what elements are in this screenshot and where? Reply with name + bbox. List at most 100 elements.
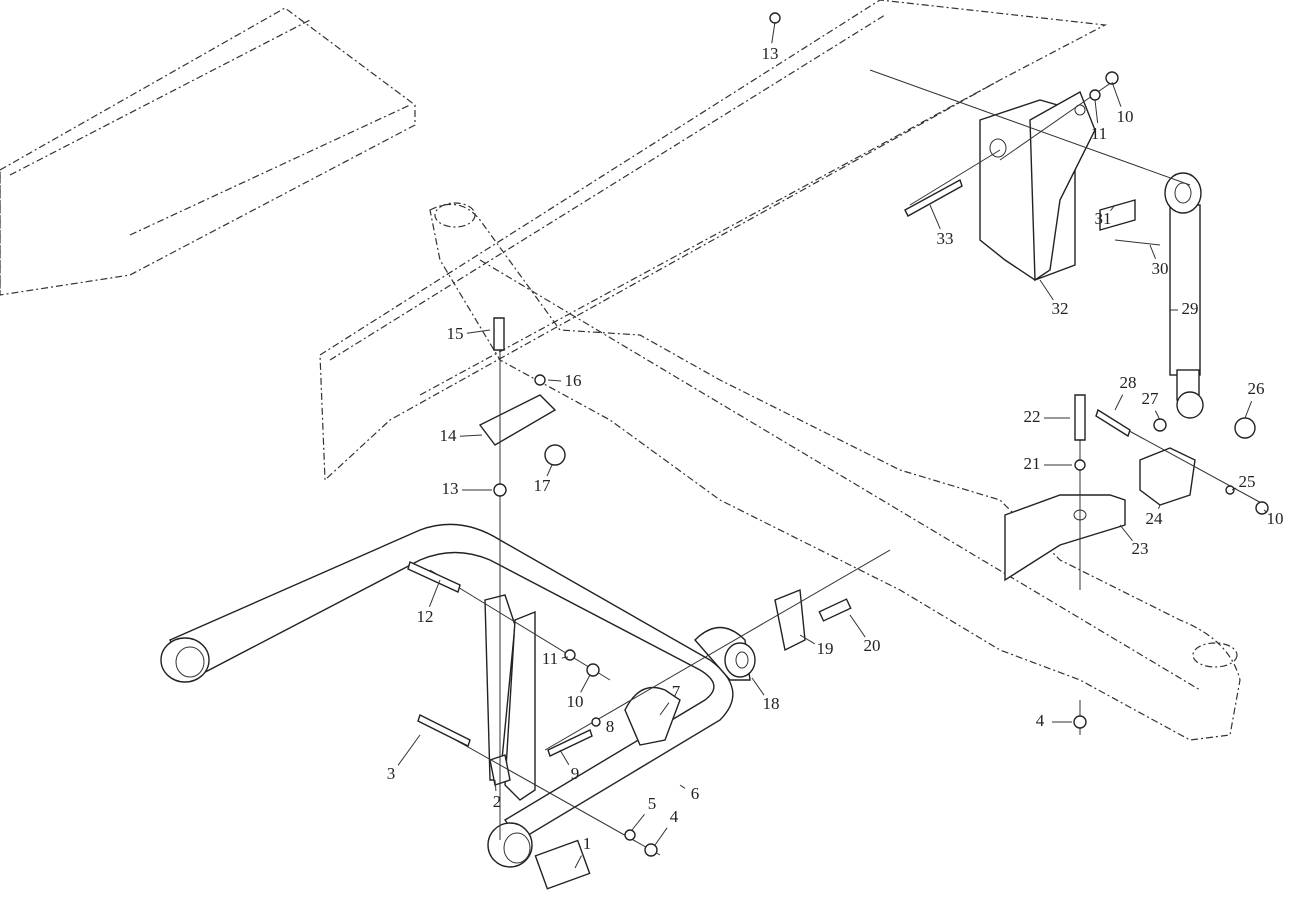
callout-3: 3: [387, 734, 421, 783]
leader-line: [1157, 504, 1161, 510]
leader-line: [1231, 487, 1237, 491]
callout-28: 28: [1114, 373, 1137, 411]
callout-number: 11: [542, 649, 558, 668]
link-bracket: [1004, 447, 1196, 582]
main-frame-rail: [319, 0, 1108, 482]
callout-number: 5: [648, 794, 657, 813]
stabilizer-bar: [160, 523, 734, 890]
callout-31: 31: [1095, 204, 1116, 228]
leader-line: [1149, 244, 1157, 260]
leader-line: [1119, 524, 1133, 541]
callout-number: 27: [1142, 389, 1160, 408]
callout-7: 7: [659, 682, 681, 716]
callout-number: 11: [1091, 124, 1107, 143]
callout-11: 11: [542, 649, 569, 668]
leader-line: [751, 677, 765, 696]
callout-number: 26: [1248, 379, 1265, 398]
leader-line: [1154, 410, 1161, 421]
callout-number: 2: [493, 792, 502, 811]
bushing-clamp: [624, 589, 806, 746]
callout-22: 22: [1024, 407, 1070, 426]
leader-line: [580, 674, 591, 693]
callout-number: 6: [691, 784, 700, 803]
callout-13: 13: [442, 479, 492, 498]
callout-number: 23: [1132, 539, 1149, 558]
leader-line: [849, 614, 866, 638]
callout-number: 4: [1036, 711, 1045, 730]
callout-number: 4: [670, 807, 679, 826]
callout-number: 1: [583, 834, 592, 853]
callout-number: 10: [567, 692, 584, 711]
callout-number: 32: [1052, 299, 1069, 318]
leader-line: [1244, 400, 1253, 419]
callout-number: 10: [1267, 509, 1284, 528]
callout-number: 29: [1182, 299, 1199, 318]
leader-line: [459, 434, 483, 437]
leader-line: [654, 827, 668, 846]
upper-bracket: [478, 394, 566, 466]
callout-17: 17: [534, 464, 553, 495]
front-axle-beam: [429, 202, 1241, 741]
callout-13: 13: [762, 21, 779, 63]
leader-line: [799, 634, 815, 645]
callout-18: 18: [751, 677, 780, 713]
callout-10: 10: [1263, 509, 1284, 528]
leader-line: [559, 749, 570, 765]
callout-20: 20: [849, 614, 881, 655]
callout-number: 33: [937, 229, 954, 248]
shock-bracket: [979, 90, 1136, 282]
leader-line: [1110, 204, 1116, 211]
callout-number: 14: [440, 426, 458, 445]
leader-line: [574, 855, 582, 869]
callout-10: 10: [1111, 81, 1134, 126]
assembly-axis-lines: [419, 69, 1266, 856]
callout-1: 1: [574, 834, 592, 869]
callout-27: 27: [1142, 389, 1161, 421]
callout-number: 30: [1152, 259, 1169, 278]
callout-24: 24: [1146, 504, 1164, 528]
callout-29: 29: [1170, 299, 1199, 318]
leader-line: [397, 734, 421, 766]
leader-line: [929, 204, 941, 230]
leader-line: [561, 656, 569, 659]
callout-12: 12: [417, 579, 441, 626]
callout-number: 13: [762, 44, 779, 63]
callout-number: 19: [817, 639, 834, 658]
leader-line: [659, 702, 670, 716]
callout-16: 16: [547, 371, 582, 390]
callout-number: 13: [442, 479, 459, 498]
callout-number: 10: [1117, 107, 1134, 126]
callout-number: 24: [1146, 509, 1164, 528]
callout-number: 20: [864, 636, 881, 655]
callout-number: 8: [606, 717, 615, 736]
callout-2: 2: [493, 779, 502, 811]
callout-number: 17: [534, 476, 552, 495]
callout-number: 31: [1095, 209, 1112, 228]
callout-number: 9: [571, 764, 580, 783]
callout-number: 16: [565, 371, 582, 390]
leader-line: [466, 329, 491, 334]
callout-26: 26: [1244, 379, 1265, 419]
leader-line: [1111, 81, 1122, 107]
callout-number: 21: [1024, 454, 1041, 473]
callout-11: 11: [1091, 99, 1107, 143]
callout-15: 15: [447, 324, 491, 343]
leader-line: [428, 579, 441, 608]
leader-line: [1263, 509, 1267, 513]
callout-4: 4: [1036, 711, 1072, 730]
left-frame-rail: [0, 7, 416, 296]
shock-absorber: [1164, 172, 1204, 419]
callout-9: 9: [559, 749, 580, 783]
leader-line: [679, 784, 686, 789]
leader-line: [547, 379, 562, 382]
drop-link: [484, 594, 536, 801]
callout-number: 22: [1024, 407, 1041, 426]
callout-25: 25: [1231, 472, 1256, 491]
leader-line: [546, 464, 553, 477]
callout-number: 3: [387, 764, 396, 783]
callout-33: 33: [929, 204, 954, 248]
callout-30: 30: [1149, 244, 1169, 278]
